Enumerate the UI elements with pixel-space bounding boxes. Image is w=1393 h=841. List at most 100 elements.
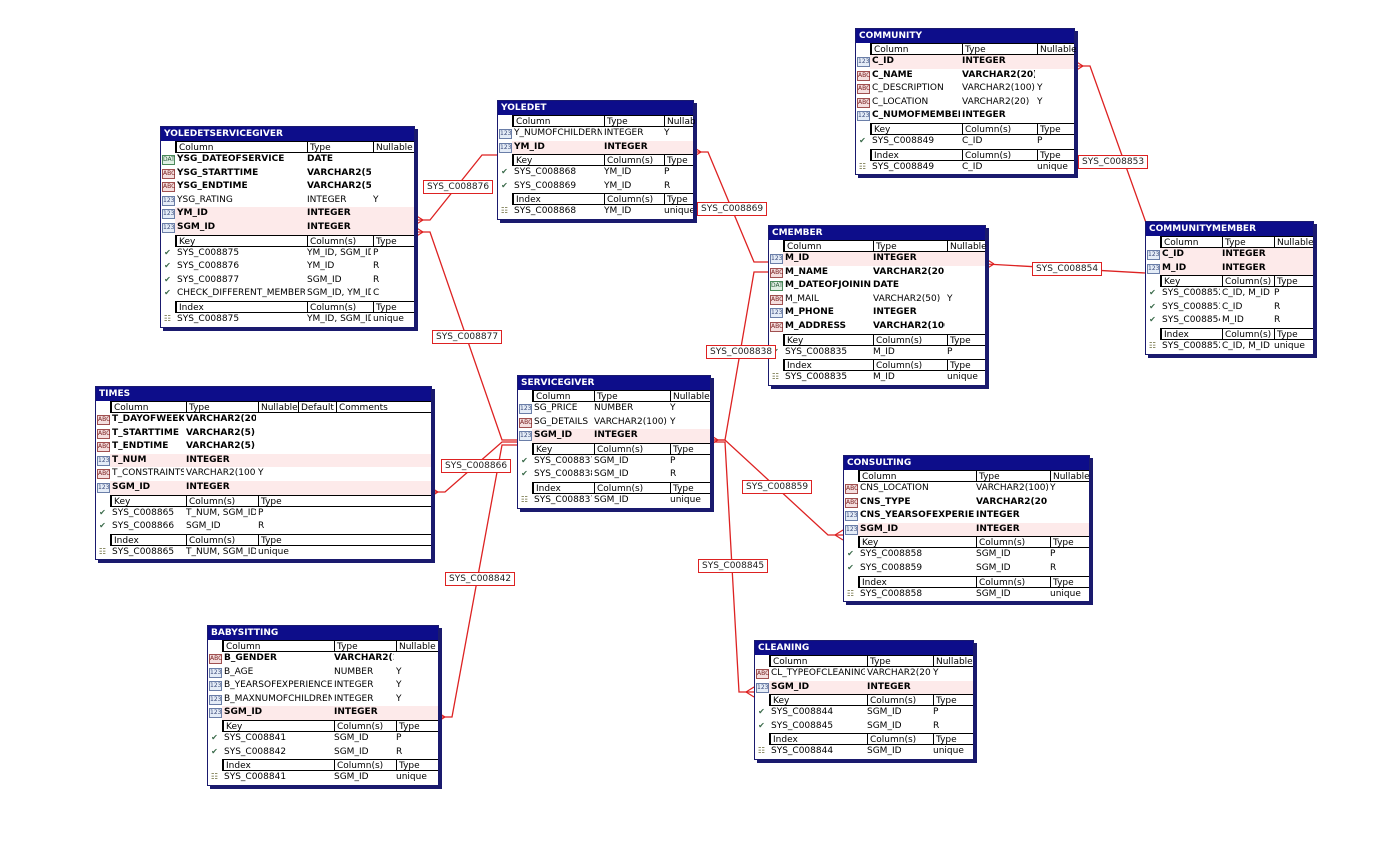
fk-label[interactable]: SYS_C008866 <box>441 459 512 473</box>
fk-label[interactable]: SYS_C008838 <box>706 345 777 359</box>
text-type-icon: ABC <box>97 415 111 425</box>
fk-label[interactable]: SYS_C008842 <box>445 572 516 586</box>
fk-label[interactable]: SYS_C008859 <box>742 480 813 494</box>
text-type-icon: ABC <box>209 654 223 664</box>
fk-label[interactable]: SYS_C008869 <box>697 202 768 216</box>
fk-label[interactable]: SYS_C008854 <box>1032 262 1103 276</box>
table-yoledet[interactable]: YOLEDETColumnTypeNullable123Y_NUMOFCHILD… <box>497 100 695 220</box>
fk-label[interactable]: SYS_C008853 <box>1078 155 1149 169</box>
fk-label[interactable]: SYS_C008845 <box>698 559 769 573</box>
table-title: CONSULTING <box>844 456 1089 470</box>
number-type-icon: 123 <box>499 129 512 139</box>
number-type-icon: 123 <box>209 667 222 678</box>
index-icon: ☷ <box>846 588 855 598</box>
fk-label[interactable]: SYS_C008877 <box>432 330 503 344</box>
number-type-icon: 123 <box>857 57 870 67</box>
fk-label[interactable]: SYS_C008876 <box>423 180 494 194</box>
